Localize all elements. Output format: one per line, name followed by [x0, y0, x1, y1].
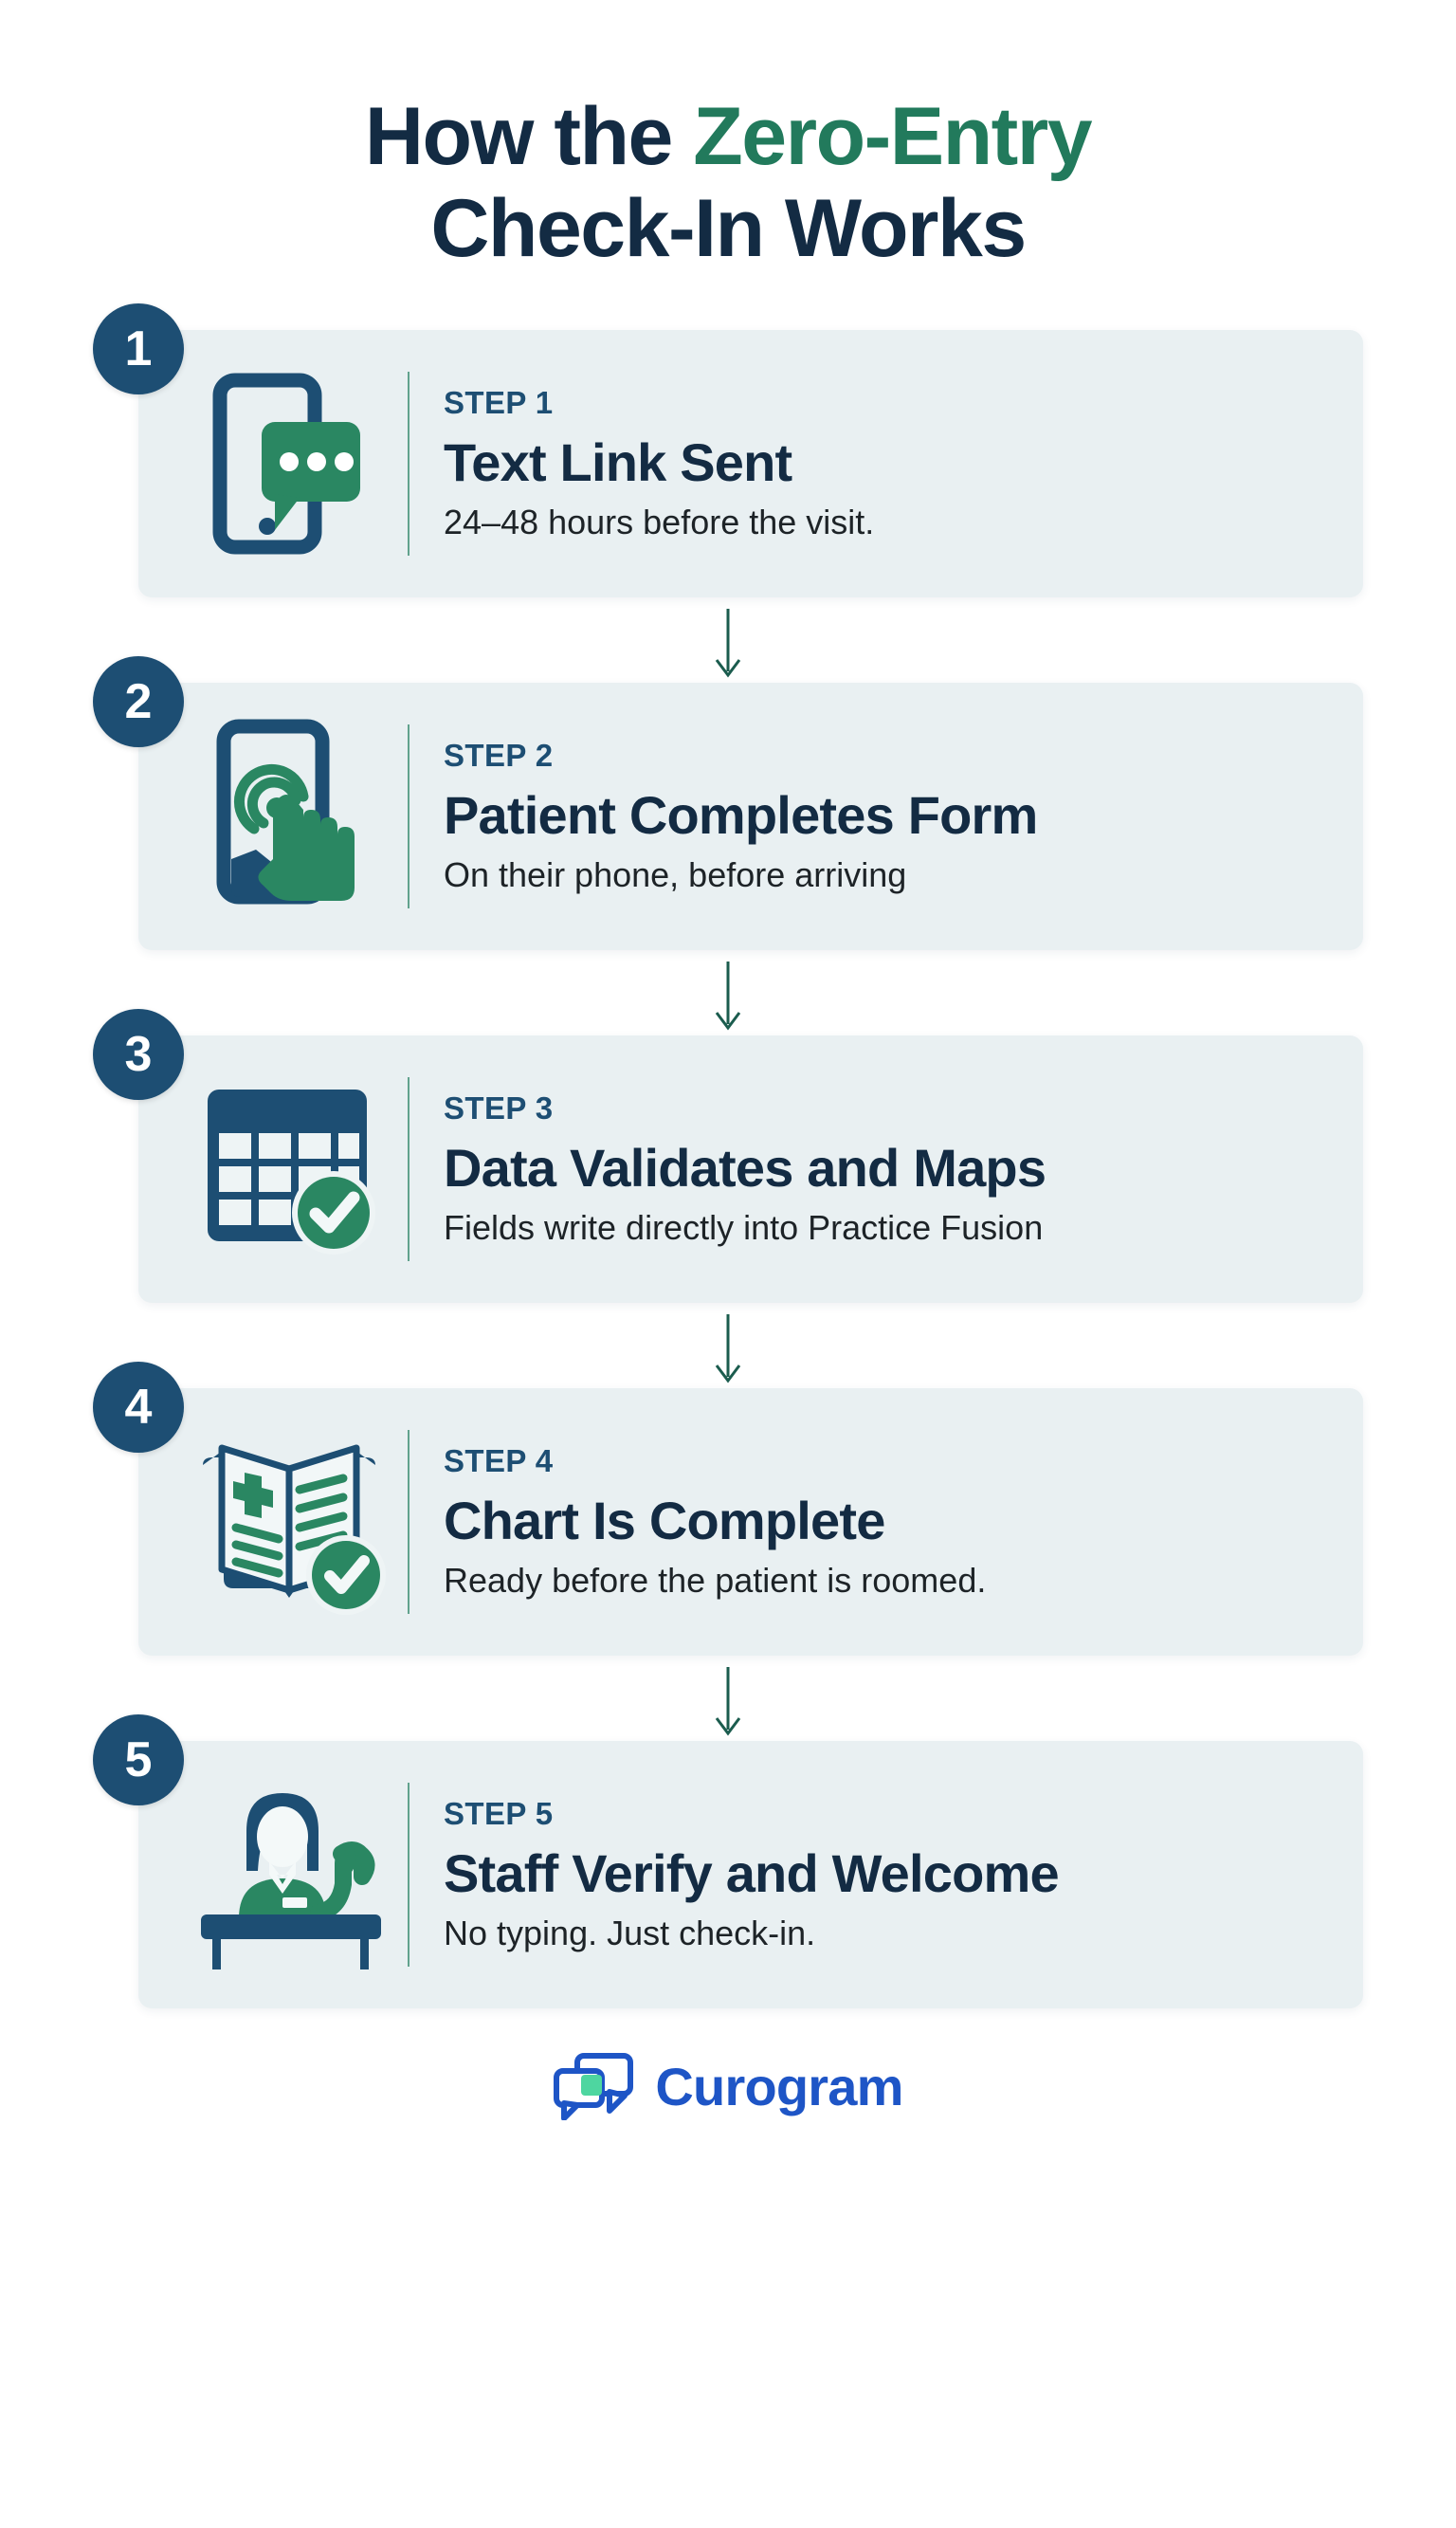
step-number-badge: 5 [93, 1714, 184, 1806]
step-item: 4 [93, 1362, 1363, 1657]
step-connector-arrow [709, 1667, 747, 1741]
card-divider [408, 1077, 410, 1262]
medical-book-check-icon [203, 1444, 386, 1616]
step-item: 2 STEP 2 [93, 656, 1363, 951]
step-connector-arrow [709, 609, 747, 683]
step-item: 1 [93, 303, 1363, 598]
card-divider [408, 724, 410, 909]
step-text-cell: STEP 1 Text Link Sent 24–48 hours before… [444, 385, 1335, 543]
page-title: How the Zero-Entry Check-In Works [0, 0, 1456, 275]
step-card[interactable]: STEP 4 Chart Is Complete Ready before th… [138, 1388, 1363, 1657]
step-card[interactable]: STEP 3 Data Validates and Maps Fields wr… [138, 1035, 1363, 1304]
step-text-cell: STEP 5 Staff Verify and Welcome No typin… [444, 1796, 1335, 1954]
step-icon-cell [171, 369, 408, 559]
step-description: Fields write directly into Practice Fusi… [444, 1208, 1044, 1248]
step-icon-cell [171, 1074, 408, 1264]
phone-touch-icon [216, 719, 355, 905]
step-icon-cell [171, 717, 408, 916]
title-text-plain: How the [364, 91, 694, 182]
brand-footer: Curogram [0, 2052, 1456, 2121]
title-text-accent: Zero-Entry [693, 91, 1092, 182]
step-connector-arrow [709, 1314, 747, 1388]
step-text-cell: STEP 4 Chart Is Complete Ready before th… [444, 1443, 1335, 1602]
card-divider [408, 372, 410, 557]
step-icon-cell [171, 1427, 408, 1617]
step-item: 5 [93, 1714, 1363, 2009]
steps-list: 1 [0, 303, 1456, 2009]
step-card[interactable]: STEP 1 Text Link Sent 24–48 hours before… [138, 330, 1363, 598]
step-connector-arrow [709, 962, 747, 1035]
step-number-badge: 1 [93, 303, 184, 395]
step-label: STEP 2 [444, 738, 554, 774]
step-label: STEP 5 [444, 1796, 554, 1832]
step-title: Text Link Sent [444, 432, 792, 493]
step-title: Data Validates and Maps [444, 1138, 1046, 1199]
speech-bubbles-icon [554, 2053, 634, 2121]
step-description: On their phone, before arriving [444, 855, 907, 895]
card-divider [408, 1430, 410, 1615]
phone-message-icon [212, 373, 360, 555]
step-number-badge: 4 [93, 1362, 184, 1454]
step-number-badge: 3 [93, 1009, 184, 1101]
brand-name: Curogram [655, 2056, 903, 2116]
step-title: Patient Completes Form [444, 785, 1038, 846]
staff-desk-icon [201, 1793, 381, 1970]
table-check-icon [208, 1090, 375, 1255]
step-card[interactable]: STEP 5 Staff Verify and Welcome No typin… [138, 1741, 1363, 2009]
card-divider [408, 1783, 410, 1968]
step-title: Staff Verify and Welcome [444, 1843, 1060, 1904]
step-number-badge: 2 [93, 656, 184, 748]
step-text-cell: STEP 2 Patient Completes Form On their p… [444, 738, 1335, 896]
step-card[interactable]: STEP 2 Patient Completes Form On their p… [138, 683, 1363, 951]
step-label: STEP 4 [444, 1443, 554, 1479]
title-line-1: How the Zero-Entry [0, 91, 1456, 183]
step-text-cell: STEP 3 Data Validates and Maps Fields wr… [444, 1090, 1335, 1249]
step-icon-cell [171, 1780, 408, 1970]
step-label: STEP 1 [444, 385, 554, 421]
step-item: 3 [93, 1009, 1363, 1304]
step-label: STEP 3 [444, 1090, 554, 1127]
step-description: No typing. Just check-in. [444, 1914, 816, 1953]
step-description: Ready before the patient is roomed. [444, 1561, 987, 1601]
step-title: Chart Is Complete [444, 1491, 885, 1551]
title-line-2: Check-In Works [430, 183, 1027, 275]
step-description: 24–48 hours before the visit. [444, 503, 875, 542]
